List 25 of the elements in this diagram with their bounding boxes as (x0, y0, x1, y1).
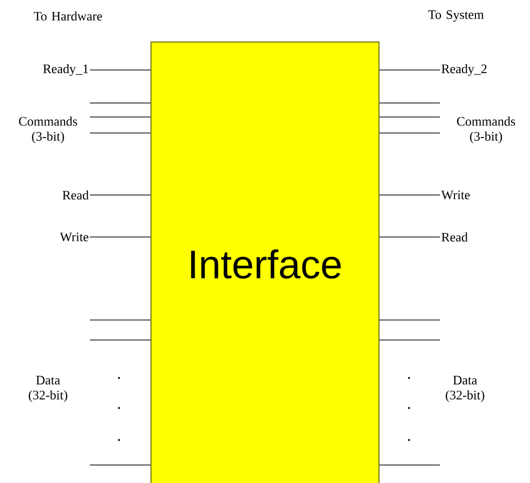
interface-box: Interface (150, 42, 380, 483)
signal-line (90, 116, 151, 118)
signal-line (90, 464, 151, 466)
signal-line (379, 102, 440, 104)
signal-line (379, 464, 440, 466)
bus-label: Commands (3-bit) (19, 116, 78, 144)
bus-label: Data (32-bit) (28, 376, 68, 402)
signal-line (90, 194, 151, 196)
signal-line (379, 116, 440, 118)
signal-label: Read (62, 190, 89, 200)
column-heading: To System (428, 10, 484, 22)
signal-line (379, 132, 440, 134)
signal-line (90, 236, 151, 238)
signal-line (90, 102, 151, 104)
signal-label: Write (441, 190, 470, 200)
bus-label: Data (32-bit) (446, 376, 484, 402)
signal-label: Ready_2 (442, 64, 487, 76)
signal-label: Read (442, 232, 468, 242)
signal-line (90, 132, 151, 134)
signal-line (379, 194, 440, 196)
bus-label: Commands (3-bit) (457, 116, 516, 144)
column-heading: To Hardware (34, 11, 102, 21)
signal-line (379, 236, 440, 238)
signal-label: Write (60, 232, 88, 242)
signal-label: Ready_1 (43, 64, 88, 76)
